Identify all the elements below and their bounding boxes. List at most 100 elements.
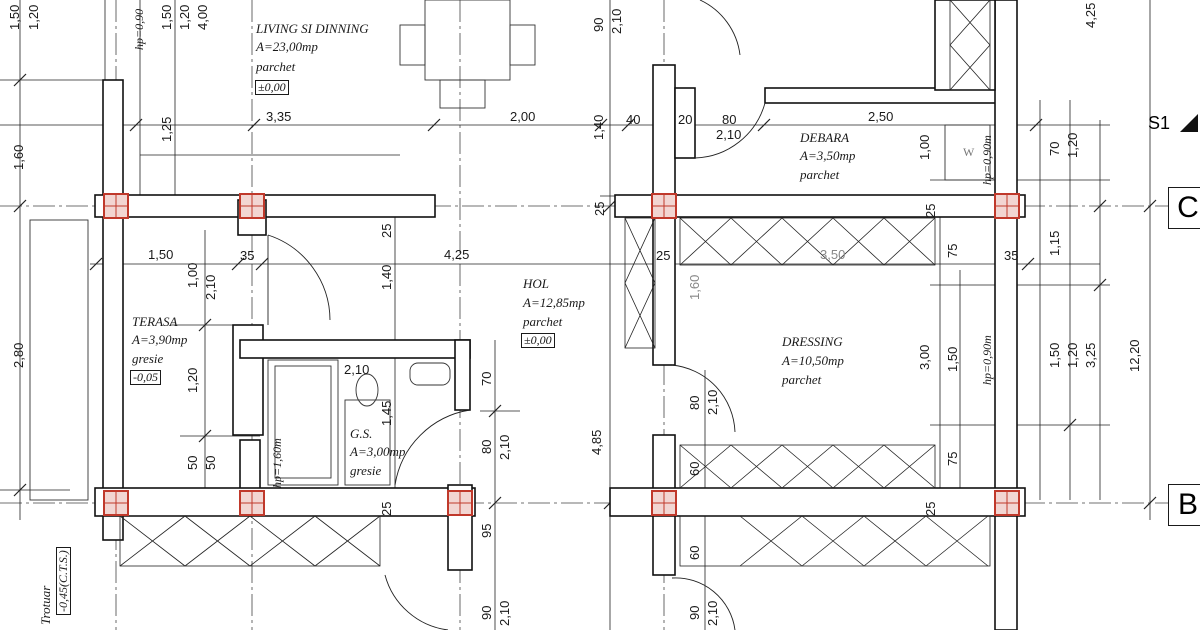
dimension-text: 90: [479, 605, 494, 620]
dimension-text: 60: [687, 461, 702, 476]
room-level-hol: ±0,00: [521, 333, 555, 348]
room-name-trotuar: Trotuar: [38, 585, 53, 625]
dimension-text: 1,45: [379, 400, 394, 426]
dimension-text: 25: [379, 501, 394, 516]
dimension-text: 2,10: [344, 362, 370, 377]
dimension-text: 2,10: [497, 600, 512, 626]
dimension-text: 80: [722, 112, 737, 127]
section-label: S1: [1148, 113, 1171, 133]
dimension-text: 4,00: [195, 4, 210, 30]
room-level-living: ±0,00: [255, 80, 289, 95]
dimension-text: 25: [923, 203, 938, 218]
dimension-text: 4,25: [1083, 2, 1098, 28]
dimension-text: 2,00: [510, 109, 536, 124]
doors: [267, 0, 766, 630]
room-area-terasa: A=3,90mp: [132, 332, 188, 347]
dimension-text: 1,00: [185, 262, 200, 288]
dimension-text: 3,25: [1083, 342, 1098, 368]
dimension-text: 3,50: [820, 247, 846, 262]
section-marker-icon: [1180, 114, 1198, 132]
dimension-text: 35: [240, 248, 255, 263]
room-level-trotuar: -0,45(C.T.S.): [56, 547, 71, 615]
window-height-note: hp=0,90m: [980, 335, 994, 385]
dimension-lines: [0, 0, 1151, 630]
dimension-text: 25: [379, 223, 394, 238]
dimension-text: 3,35: [266, 109, 292, 124]
dimension-text: 1,60: [687, 274, 702, 300]
room-area-dressing: A=10,50mp: [782, 353, 844, 368]
room-name-dressing: DRESSING: [782, 334, 843, 349]
column-B3: [447, 490, 473, 516]
dimension-text: 4,25: [444, 247, 470, 262]
dimension-text: 1,50: [1047, 342, 1062, 368]
dimension-text: 12,20: [1127, 339, 1142, 372]
window-height-note: hp=1,60m: [270, 438, 284, 488]
dimension-text: 1,50: [159, 4, 174, 30]
dimension-text: 1,40: [379, 264, 394, 290]
room-area-gs: A=3,00mp: [350, 444, 406, 459]
column-B1: [103, 490, 129, 516]
room-floor-debara: parchet: [800, 167, 840, 182]
wc-label: W: [963, 145, 975, 159]
window-height-note: hp=0,90: [132, 8, 146, 50]
room-name-terasa: TERASA: [132, 314, 178, 329]
dimension-text: 1,20: [185, 367, 200, 393]
dimension-text: 3,00: [917, 344, 932, 370]
dimension-text: 90: [591, 17, 606, 32]
dimension-text: 2,80: [11, 342, 26, 368]
dimension-text: 2,10: [705, 389, 720, 415]
dimension-text: 70: [1047, 141, 1062, 156]
dimension-text: 1,20: [26, 4, 41, 30]
column-C4: [994, 193, 1020, 219]
room-name-hol: HOL: [523, 276, 550, 291]
dimension-text: 35: [1004, 248, 1019, 263]
dimension-text: 80: [479, 439, 494, 454]
dimension-text: 2,50: [868, 109, 894, 124]
dimension-text: 1,20: [1065, 132, 1080, 158]
dimension-text: 25: [923, 501, 938, 516]
room-area-debara: A=3,50mp: [800, 148, 856, 163]
dimension-text: 2,10: [609, 8, 624, 34]
dimension-text: 1,50: [945, 346, 960, 372]
room-floor-hol: parchet: [523, 314, 563, 329]
window-height-note: hp=0,90m: [980, 135, 994, 185]
built-in-wardrobes: [119, 0, 991, 567]
dimension-text: 70: [479, 371, 494, 386]
dimension-text: 1,20: [1065, 342, 1080, 368]
dimension-text: 95: [479, 523, 494, 538]
dimension-text: 75: [945, 243, 960, 258]
dimension-text: 60: [687, 545, 702, 560]
dimension-text: 50: [185, 455, 200, 470]
column-B4: [651, 490, 677, 516]
dimension-text: 1,40: [591, 114, 606, 140]
grid-axis-c: C: [1168, 187, 1200, 229]
dimension-text: 2,10: [497, 434, 512, 460]
dimension-text: 2,10: [716, 127, 742, 142]
room-area-hol: A=12,85mp: [523, 295, 585, 310]
dimension-text: 40: [626, 112, 641, 127]
room-name-debara: DEBARA: [800, 130, 850, 145]
column-C1: [103, 193, 129, 219]
dimension-text: 1,50: [7, 4, 22, 30]
dimension-text: 2,10: [705, 600, 720, 626]
columns: [103, 193, 1020, 516]
dimension-text: 1,20: [177, 4, 192, 30]
column-C2: [239, 193, 265, 219]
dimension-text: 50: [203, 455, 218, 470]
grid-axis-b: B: [1168, 484, 1200, 526]
furniture: [29, 0, 991, 501]
dimension-text: 25: [656, 248, 671, 263]
column-B5: [994, 490, 1020, 516]
room-name-living: LIVING SI DINNING: [256, 21, 369, 36]
dimension-text: 2,10: [203, 274, 218, 300]
room-floor-living: parchet: [256, 59, 296, 74]
dimension-text: 1,25: [159, 116, 174, 142]
room-name-gs: G.S.: [350, 426, 373, 441]
column-C3: [651, 193, 677, 219]
dimension-text: 20: [678, 112, 693, 127]
dimension-text: 75: [945, 451, 960, 466]
dimension-text: 1,50: [148, 247, 174, 262]
dimension-text: 90: [687, 605, 702, 620]
dimension-text: 1,15: [1047, 230, 1062, 256]
